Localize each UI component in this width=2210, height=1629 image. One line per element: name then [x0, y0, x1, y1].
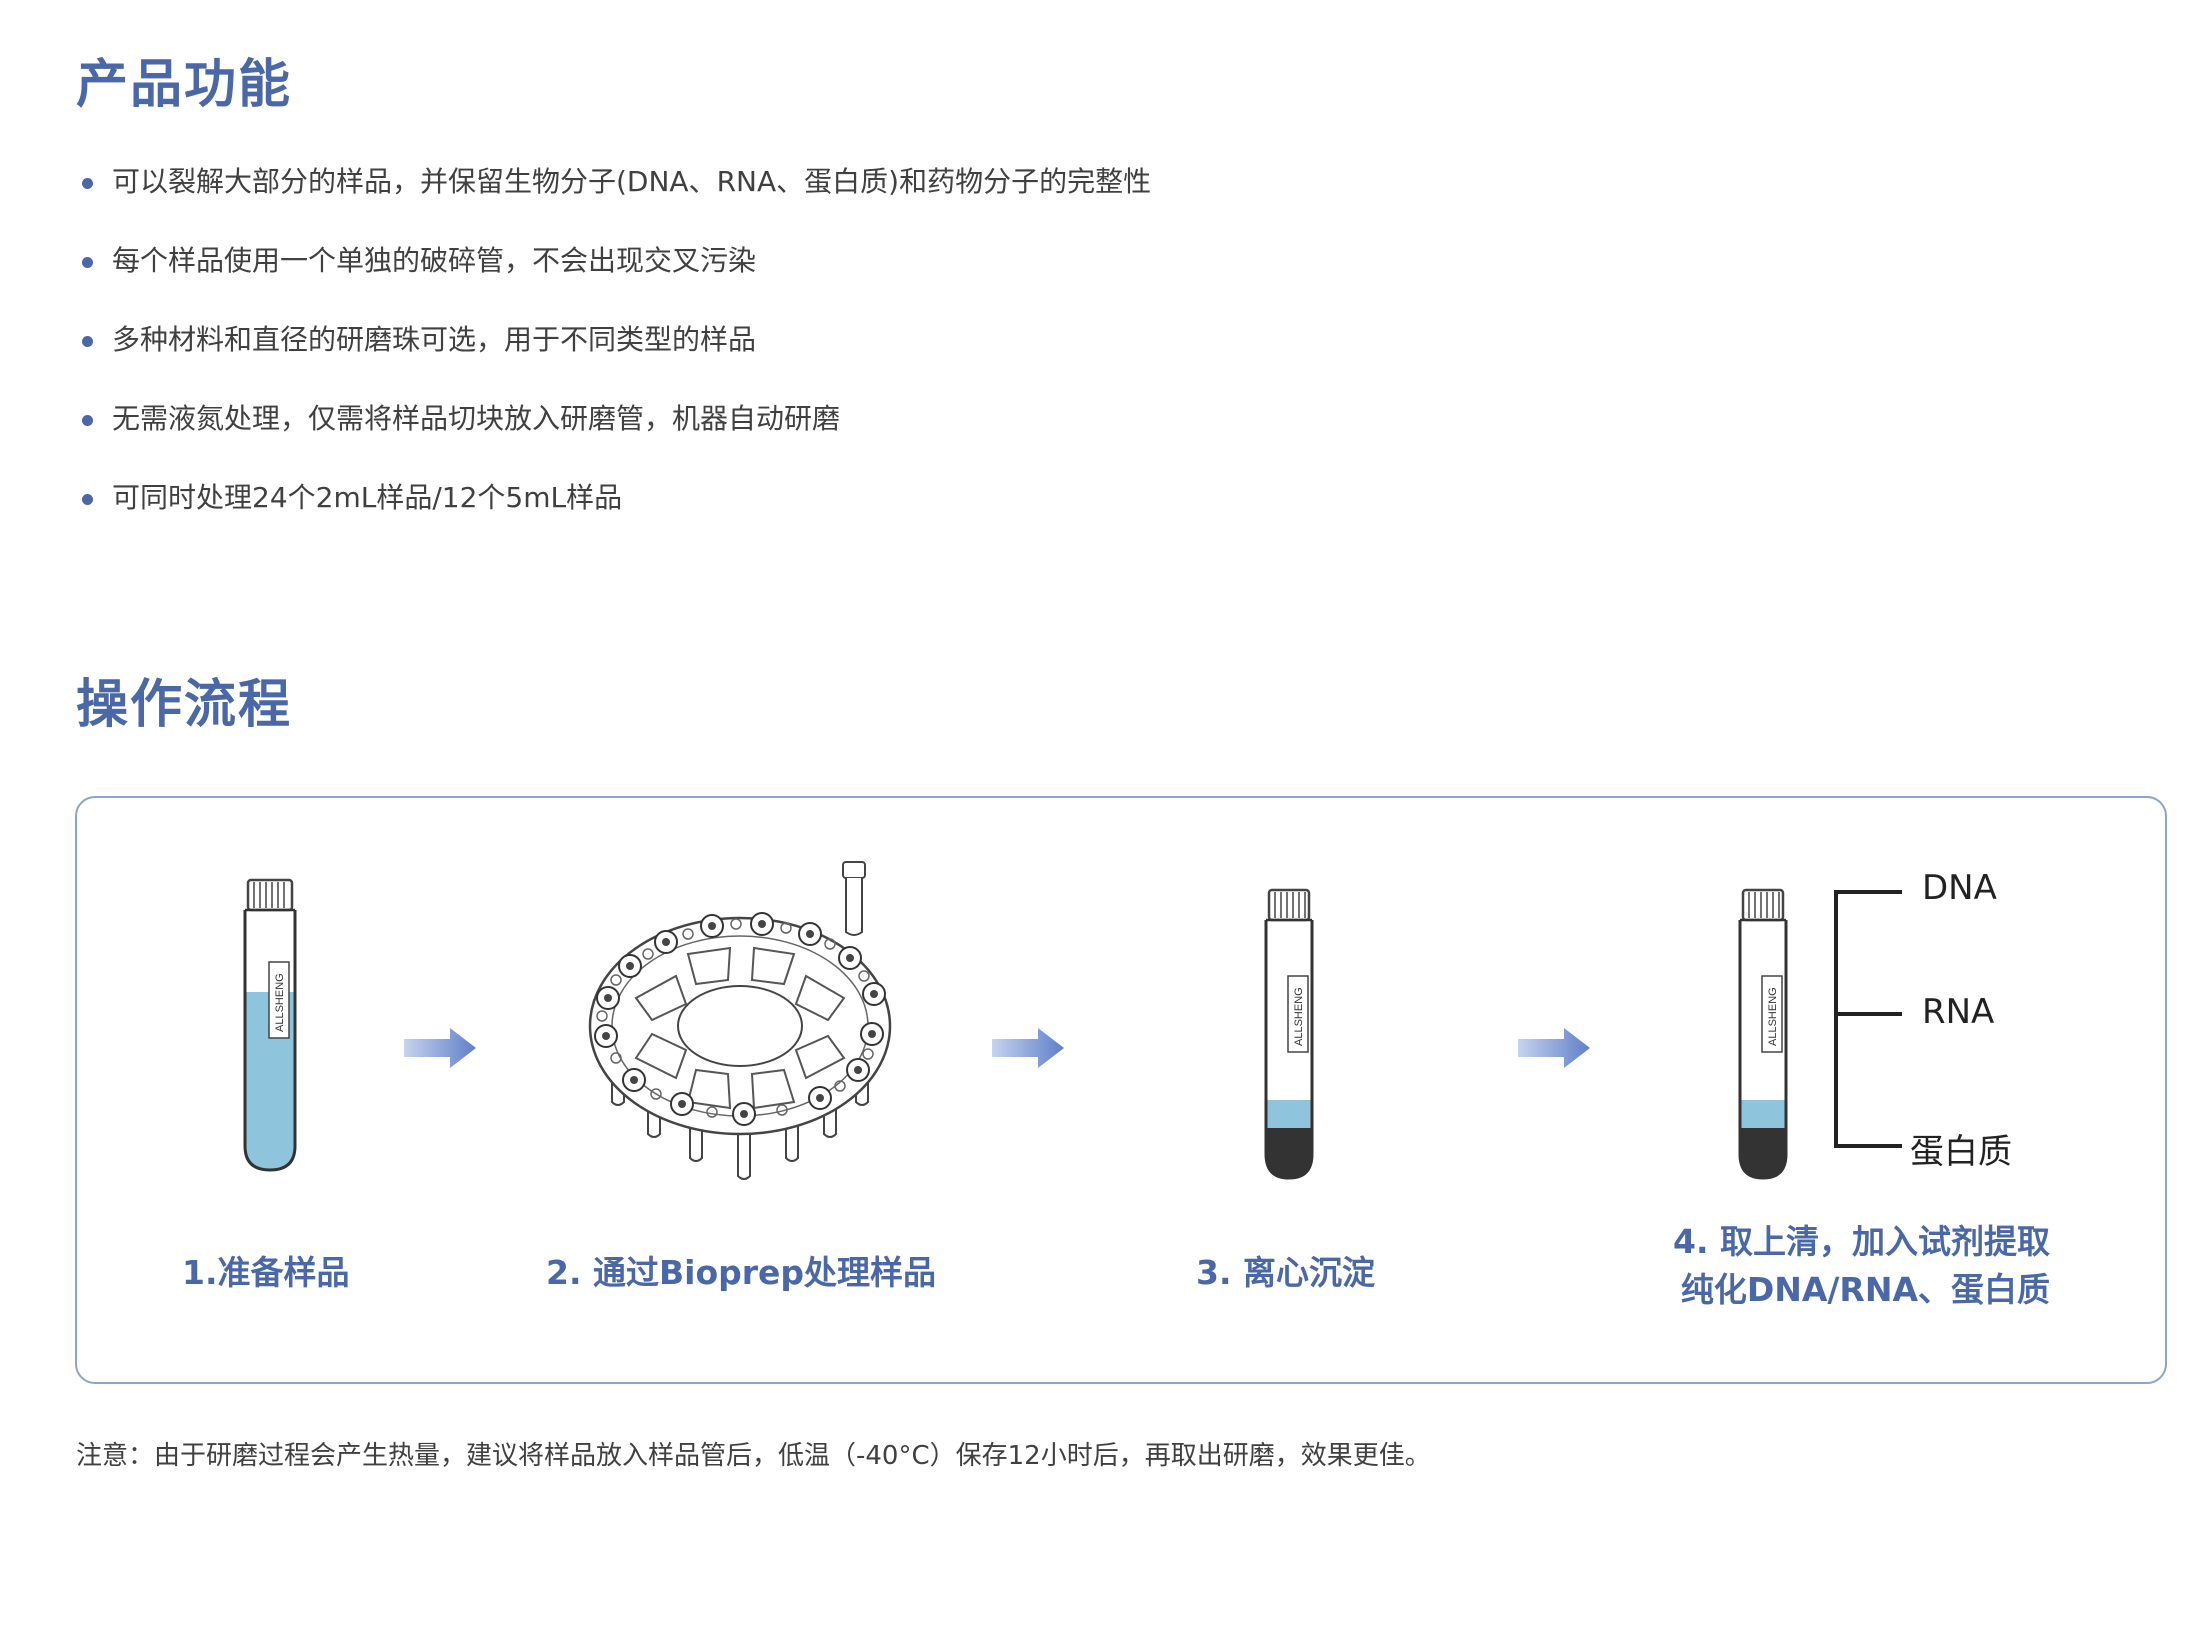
- supernatant-tube-illustration: ALLSHENG: [1738, 888, 1788, 1180]
- feature-item: 可以裂解大部分的样品，并保留生物分子(DNA、RNA、蛋白质)和药物分子的完整性: [76, 160, 1151, 239]
- feature-item: 多种材料和直径的研磨珠可选，用于不同类型的样品: [76, 318, 1151, 397]
- fraction-label-dna: DNA: [1922, 868, 1997, 908]
- flow-arrow-icon: [1518, 1028, 1590, 1068]
- sample-tube-illustration: ALLSHENG: [243, 878, 297, 1172]
- flow-arrow-icon: [404, 1028, 476, 1068]
- step-label-4-line2: 纯化DNA/RNA、蛋白质: [1680, 1270, 2050, 1309]
- step-label-4: 4. 取上清，加入试剂提取 纯化DNA/RNA、蛋白质: [1660, 1218, 2050, 1314]
- feature-item: 每个样品使用一个单独的破碎管，不会出现交叉污染: [76, 239, 1151, 318]
- tube-brand-label: ALLSHENG: [1293, 987, 1305, 1046]
- step-label-3: 3. 离心沉淀: [1196, 1253, 1375, 1292]
- feature-list: 可以裂解大部分的样品，并保留生物分子(DNA、RNA、蛋白质)和药物分子的完整性…: [76, 160, 1151, 555]
- centrifuged-tube-illustration: ALLSHENG: [1264, 888, 1314, 1180]
- fraction-bracket: [1834, 890, 1902, 1148]
- feature-item: 可同时处理24个2mL样品/12个5mL样品: [76, 476, 1151, 555]
- workflow-title: 操作流程: [76, 675, 293, 735]
- step-label-1: 1.准备样品: [182, 1253, 350, 1292]
- step-label-4-line1: 4. 取上清，加入试剂提取: [1673, 1222, 2050, 1261]
- bioprep-rotor-illustration: [588, 861, 892, 1180]
- tube-brand-label: ALLSHENG: [1767, 987, 1779, 1046]
- feature-item: 无需液氮处理，仅需将样品切块放入研磨管，机器自动研磨: [76, 397, 1151, 476]
- features-title: 产品功能: [76, 55, 293, 115]
- step-label-2: 2. 通过Bioprep处理样品: [546, 1253, 937, 1292]
- tube-brand-label: ALLSHENG: [274, 973, 286, 1032]
- flow-arrow-icon: [992, 1028, 1064, 1068]
- fraction-label-protein: 蛋白质: [1910, 1132, 2012, 1172]
- fraction-label-rna: RNA: [1922, 992, 1995, 1032]
- footnote: 注意：由于研磨过程会产生热量，建议将样品放入样品管后，低温（-40°C）保存12…: [76, 1441, 1431, 1471]
- workflow-panel: [75, 796, 2167, 1384]
